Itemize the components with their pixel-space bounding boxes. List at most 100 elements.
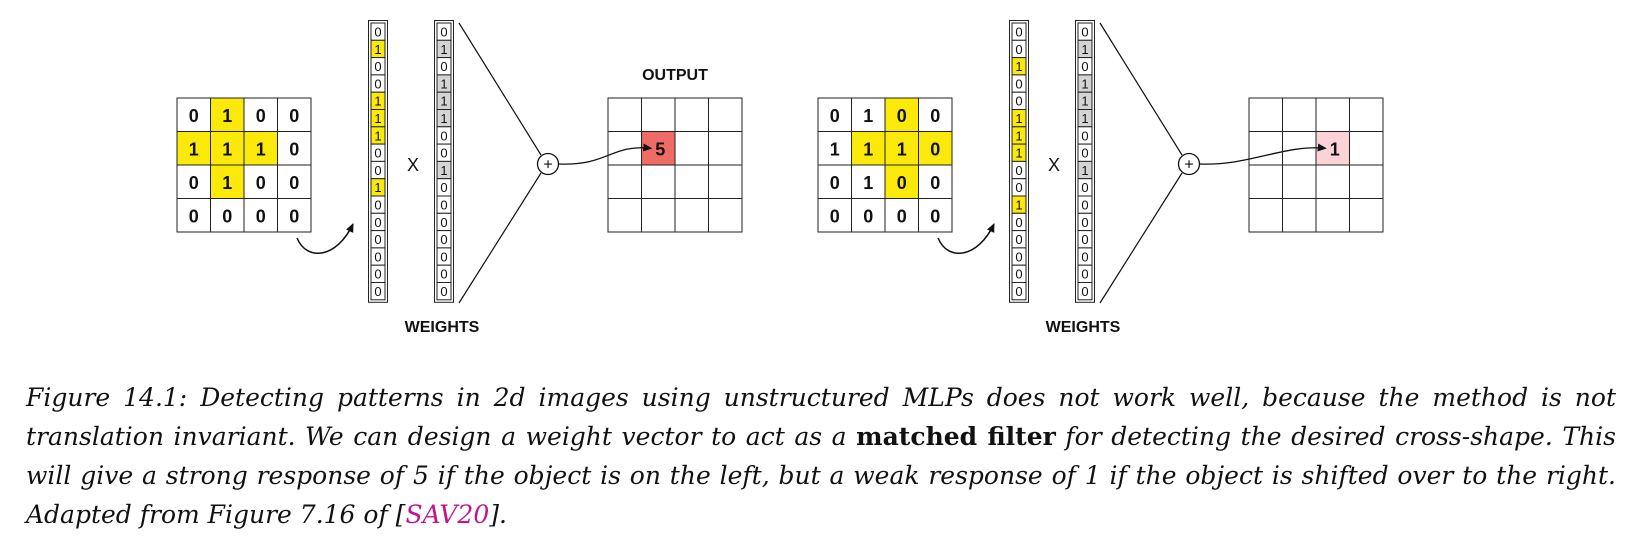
left-output-cell (674, 164, 709, 199)
left-sum-symbol: + (543, 157, 552, 174)
left-weights-value: 0 (440, 128, 447, 143)
right-flattened-vector-value: 0 (1015, 232, 1022, 247)
right-sum-node (1177, 152, 1201, 176)
right-flattened-vector-value: 0 (1015, 76, 1022, 91)
left-weights-value: 0 (440, 25, 447, 40)
left-flattened-vector-value: 0 (374, 146, 381, 161)
right-output-cell (1315, 97, 1350, 132)
right-output-cell (1282, 198, 1317, 233)
right-flattened-vector-value: 0 (1015, 284, 1022, 299)
right-weights-value: 0 (1081, 146, 1088, 161)
left-image-cell-value: 0 (289, 206, 299, 226)
right-output-cell (1248, 198, 1283, 233)
right-image-cell-value: 0 (930, 173, 940, 193)
right-output-cell (1349, 198, 1384, 233)
right-weights-cell (1077, 282, 1093, 301)
left-output-arrow (558, 143, 653, 165)
right-flattened-vector-value: 0 (1015, 249, 1022, 264)
right-flatten-arrow (937, 223, 995, 254)
left-output-cell (674, 198, 709, 233)
caption-text-2: for detecting the desired cross-shape. T… (26, 422, 1616, 529)
left-sum-line-top (458, 22, 542, 156)
left-output-cell (607, 198, 642, 233)
left-output-cell (641, 198, 676, 233)
right-output-cell (1349, 131, 1384, 166)
left-output-cell (674, 131, 709, 166)
left-output-value: 5 (655, 139, 665, 159)
right-image-cell (918, 198, 953, 233)
left-image-cell (210, 198, 245, 233)
right-image-cell (918, 164, 953, 199)
right-weights-value: 0 (1081, 232, 1088, 247)
right-times-symbol: X (1048, 155, 1060, 175)
left-output-cell (641, 97, 676, 132)
left-output-cell (708, 164, 743, 199)
left-image-cell-value: 0 (189, 206, 199, 226)
caption-bold-term: matched filter (856, 422, 1056, 451)
right-flattened-vector-value: 0 (1015, 25, 1022, 40)
right-output-cell (1315, 198, 1350, 233)
right-flattened-vector-value: 1 (1015, 59, 1022, 74)
left-flattened-vector-value: 0 (374, 198, 381, 213)
right-weights-value: 1 (1081, 111, 1088, 126)
right-image-cell (884, 131, 919, 166)
left-image-cell (277, 198, 312, 233)
right-flattened-vector-value: 1 (1015, 198, 1022, 213)
right-image-cell-value: 0 (897, 106, 907, 126)
left-flattened-vector-value: 1 (374, 180, 381, 195)
left-flattened-vector-value: 1 (374, 42, 381, 57)
right-sum-symbol: + (1184, 157, 1193, 174)
right-flattened-vector-value: 0 (1015, 215, 1022, 230)
right-flattened-vector-value: 0 (1015, 267, 1022, 282)
right-image-cell-value: 1 (863, 106, 873, 126)
left-image-cell-value: 0 (222, 206, 232, 226)
citation-link[interactable]: SAV20 (405, 500, 490, 529)
right-weights-value: 0 (1081, 59, 1088, 74)
right-weights-value: 0 (1081, 198, 1088, 213)
left-flattened-vector-value: 0 (374, 249, 381, 264)
left-weights-value: 0 (440, 198, 447, 213)
left-flattened-vector-value: 0 (374, 76, 381, 91)
left-output-cell-active (641, 131, 676, 166)
right-flattened-vector-value: 0 (1015, 94, 1022, 109)
right-weights-label: WEIGHTS (1046, 319, 1121, 336)
right-image-cell-value: 0 (897, 206, 907, 226)
caption-figure-label: Figure 14.1: (26, 383, 188, 412)
left-flattened-vector-value: 0 (374, 215, 381, 230)
right-output-cell (1282, 164, 1317, 199)
right-weights-value: 0 (1081, 284, 1088, 299)
right-image-cell-value: 0 (830, 173, 840, 193)
right-output-cell (1248, 164, 1283, 199)
right-output-value: 1 (1330, 139, 1340, 159)
left-weights-cell (436, 282, 452, 301)
right-image-cell-value: 0 (930, 139, 940, 159)
right-sum-line-top (1099, 22, 1183, 156)
right-image-cell (918, 131, 953, 166)
right-weights-value: 0 (1081, 215, 1088, 230)
left-weights-value: 0 (440, 180, 447, 195)
right-image-cell (918, 97, 953, 132)
left-output-cell (607, 97, 642, 132)
left-output-title: OUTPUT (642, 67, 708, 84)
right-output-cell (1248, 97, 1283, 132)
left-image-cell-value: 1 (222, 139, 232, 159)
left-weights-value: 1 (440, 111, 447, 126)
right-image-cell (851, 198, 886, 233)
right-flattened-vector-value: 0 (1015, 42, 1022, 57)
right-weights-value: 0 (1081, 249, 1088, 264)
left-image-cell-value: 1 (222, 106, 232, 126)
left-image-cell-value: 0 (256, 206, 266, 226)
left-image-cell (277, 97, 312, 132)
left-flattened-vector-value: 1 (374, 111, 381, 126)
left-weights-value: 0 (440, 215, 447, 230)
left-flattened-vector-value: 0 (374, 59, 381, 74)
left-image-cell (210, 131, 245, 166)
right-weights-frame (1075, 20, 1095, 303)
left-flattened-vector-frame (368, 20, 388, 303)
right-image-cell (884, 97, 919, 132)
left-flattened-vector-value: 0 (374, 163, 381, 178)
left-image-cell (176, 198, 211, 233)
right-flattened-vector-value: 1 (1015, 146, 1022, 161)
right-flattened-vector-cell (1011, 282, 1027, 301)
